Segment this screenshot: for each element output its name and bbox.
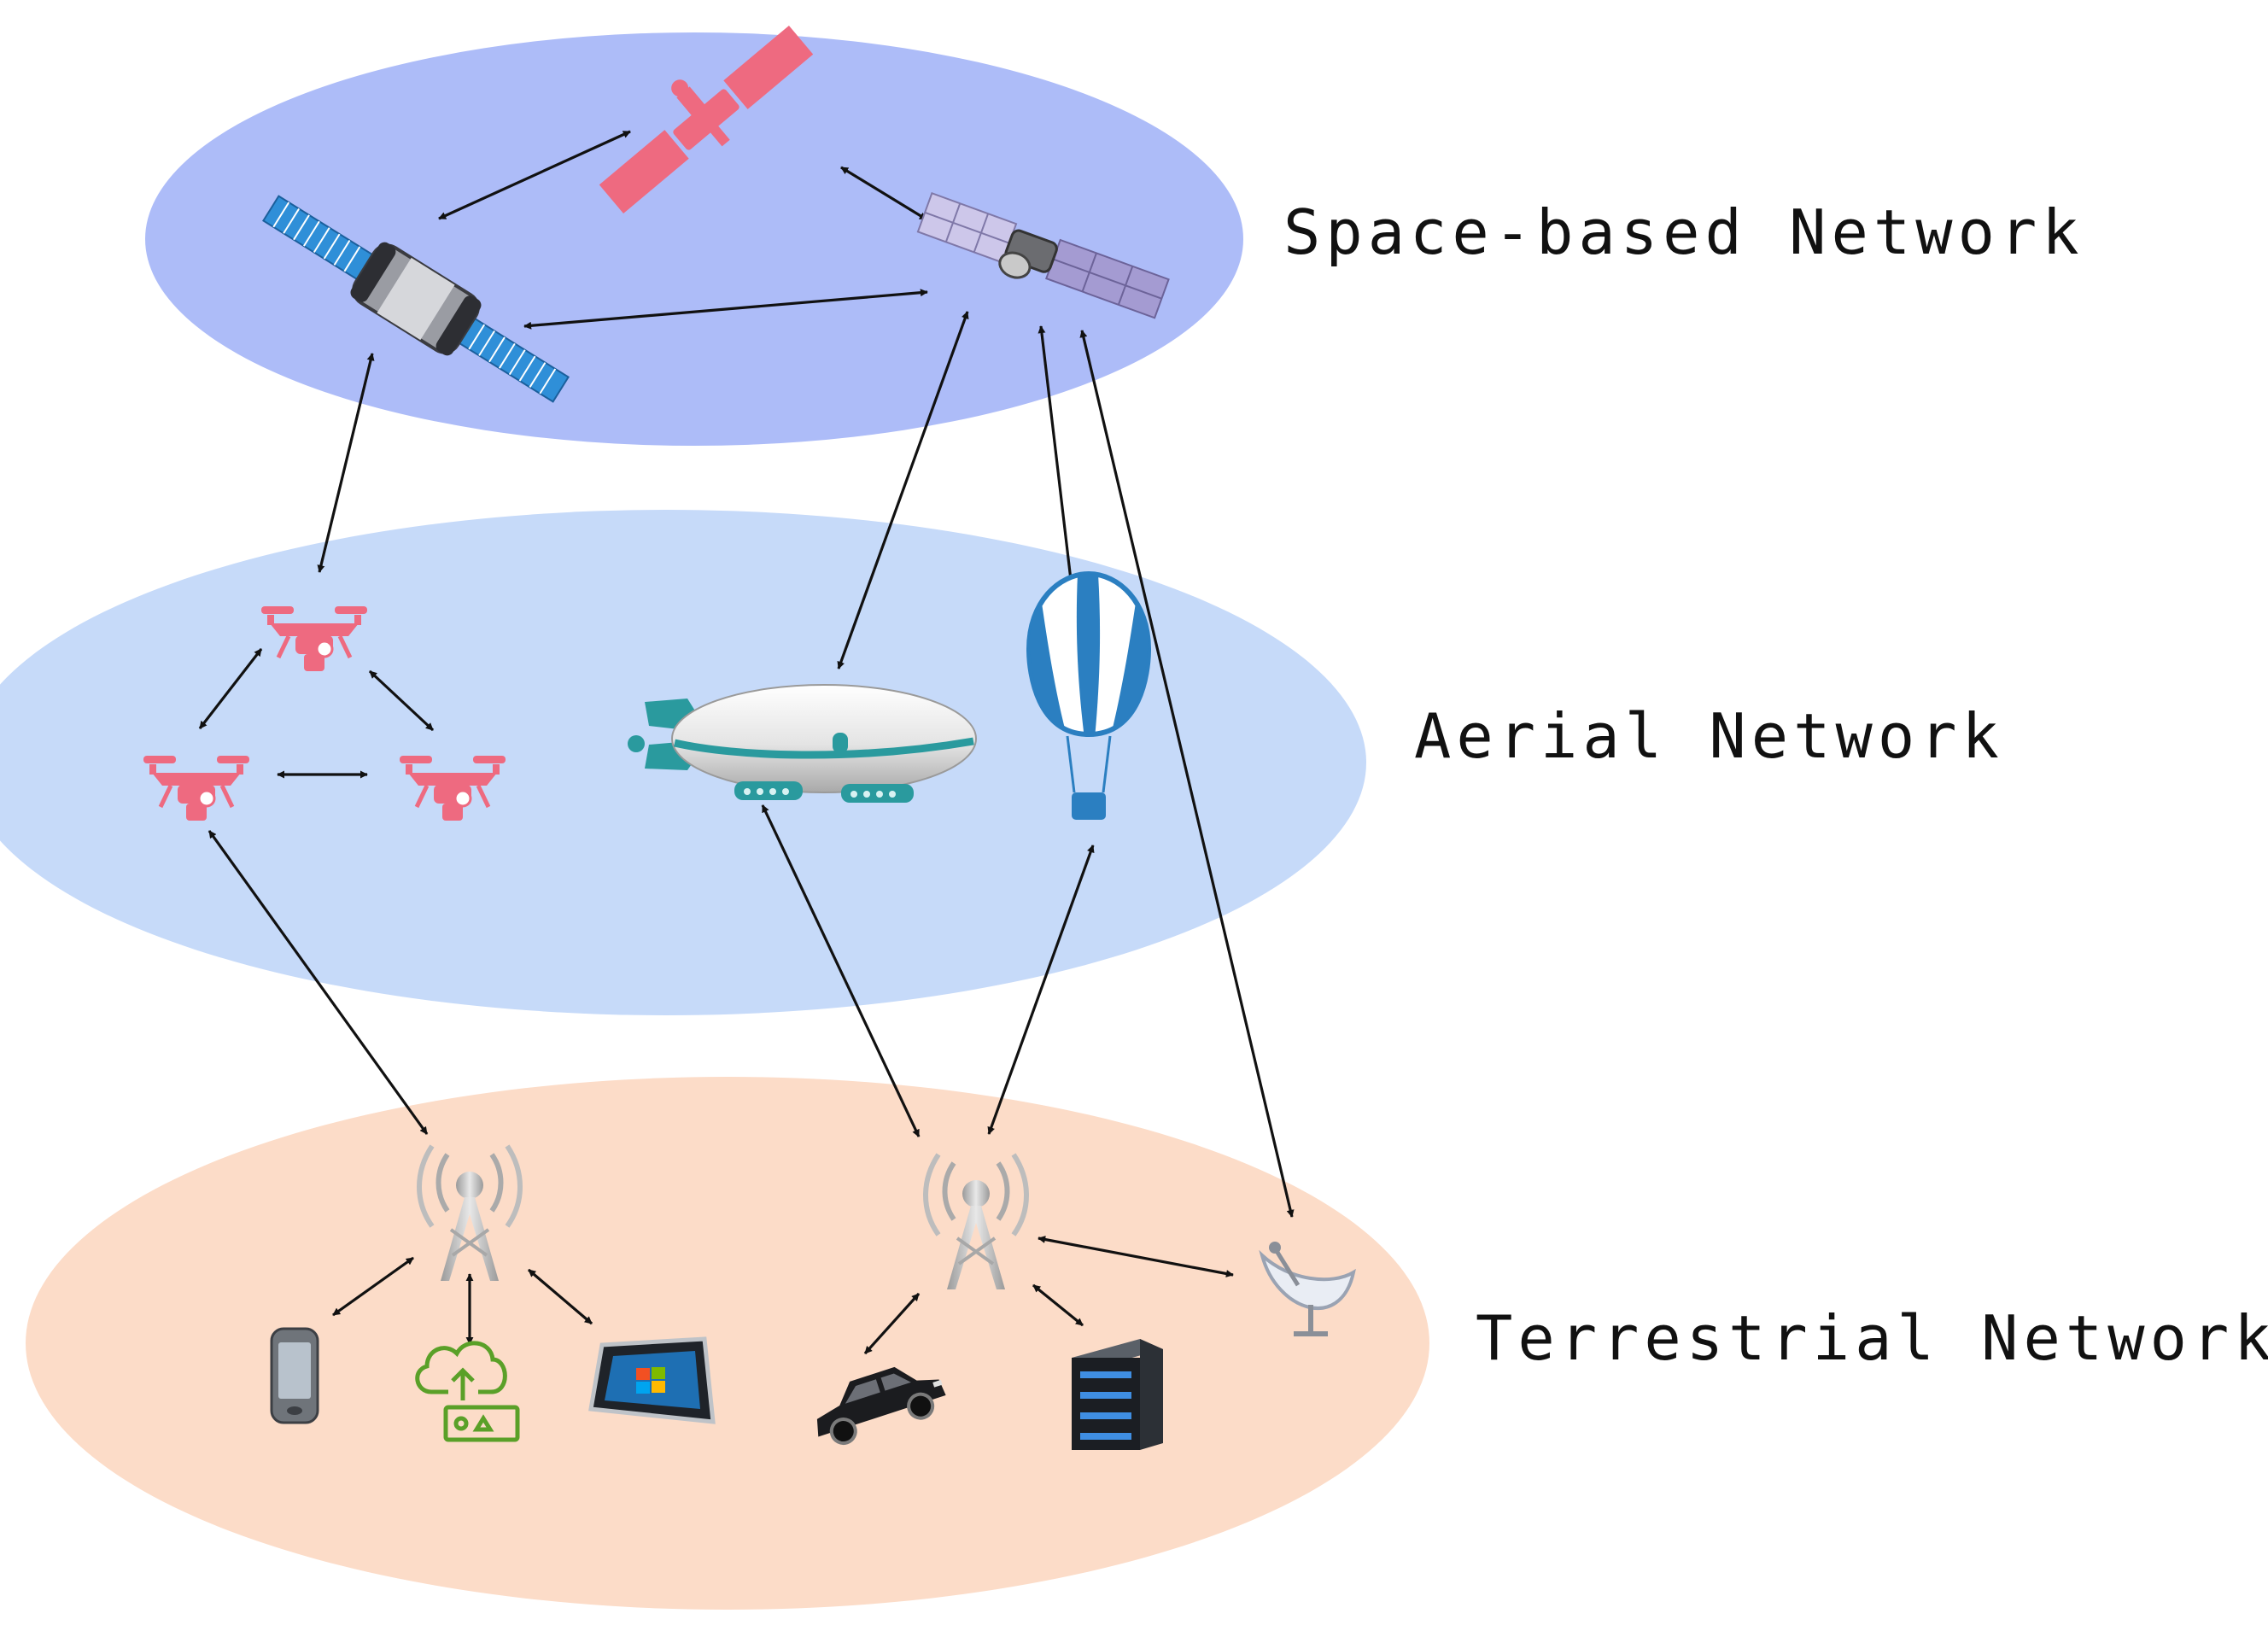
balloon-icon (1026, 570, 1152, 820)
link-drone-left-to-tower-left (208, 830, 429, 1135)
cell-tower-icon (417, 1144, 523, 1281)
link-tower-right-to-server (1032, 1283, 1084, 1327)
link-sat-pink-to-sat-purple (840, 166, 927, 221)
link-sat-blue-to-drone-top (317, 353, 375, 573)
link-sat-blue-to-sat-purple (523, 289, 928, 330)
link-airship-to-tower-right (761, 804, 921, 1137)
link-tower-right-to-dish (1038, 1236, 1234, 1277)
car-icon (816, 1366, 946, 1446)
link-group (198, 130, 1295, 1355)
cell-tower-icon (923, 1153, 1029, 1289)
link-sat-purple-to-dish (1079, 330, 1295, 1218)
airship-icon (628, 684, 977, 803)
server-icon (1072, 1339, 1163, 1450)
link-sat-purple-to-airship (837, 311, 969, 669)
drone-icon (261, 606, 367, 671)
satellite-dish-icon (1259, 1242, 1356, 1336)
phone-icon (270, 1327, 319, 1424)
terrestrial-layer-ellipse (26, 1077, 1429, 1610)
drone-icon (143, 756, 249, 821)
drone-icon (400, 756, 506, 821)
satellite-icon (916, 191, 1170, 319)
space-layer-label: Space-based Network (1283, 196, 2084, 268)
terrestrial-layer-label: Terrestrial Network (1476, 1302, 2268, 1374)
aerial-layer-label: Aerial Network (1414, 700, 2004, 772)
link-tower-left-to-tablet (527, 1268, 593, 1325)
space-layer-ellipse (145, 32, 1243, 446)
link-drone-top-to-drone-left (198, 648, 263, 729)
cloud-upload-icon (415, 1341, 520, 1442)
satellite-icon (262, 195, 570, 403)
link-sat-blue-to-sat-pink (438, 130, 631, 220)
link-balloon-to-tower-right (987, 845, 1095, 1135)
tablet-icon (588, 1336, 716, 1424)
satellite-icon (599, 25, 814, 214)
link-tower-left-to-phone (332, 1256, 414, 1317)
link-drone-top-to-drone-right (368, 669, 435, 732)
link-tower-right-to-car (863, 1292, 921, 1355)
